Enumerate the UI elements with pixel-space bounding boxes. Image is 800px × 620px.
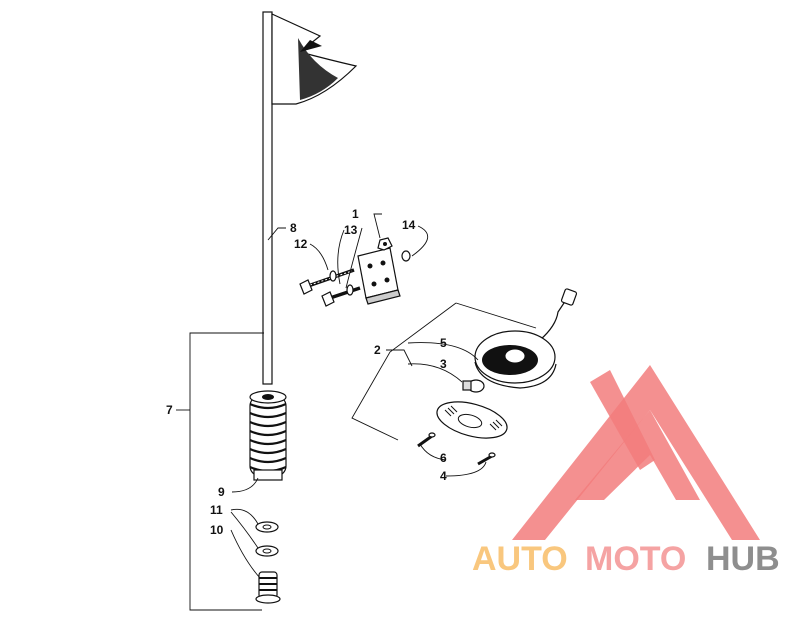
callout-13: 13 xyxy=(344,223,358,237)
watermark-word-moto: MOTO xyxy=(585,540,686,578)
callout-11: 11 xyxy=(210,503,223,517)
bracket-washers xyxy=(329,270,354,296)
base-insert-ribs xyxy=(259,577,277,591)
nut-lower xyxy=(401,250,411,262)
callout-6: 6 xyxy=(440,451,447,465)
callout-5: 5 xyxy=(440,336,447,350)
screw-lower-shank xyxy=(329,286,361,300)
mount-bracket-plate xyxy=(357,247,399,299)
bracket-hole-1 xyxy=(367,263,373,269)
washer-parts xyxy=(255,521,279,557)
bracket-washer-2 xyxy=(346,284,354,296)
callout-4: 4 xyxy=(440,469,447,483)
flag-pennant-shade xyxy=(298,38,338,100)
spring-bore xyxy=(262,394,274,400)
base-insert-flange xyxy=(255,594,281,604)
watermark-triangle-mark xyxy=(512,365,760,540)
screw-upper-head xyxy=(299,279,313,295)
bracket-hole-4 xyxy=(384,277,390,283)
group-bracket-light-top xyxy=(455,302,537,329)
watermark-logo: AUTO MOTO HUB xyxy=(472,365,780,578)
washer-upper-hole xyxy=(262,524,272,530)
screw-lower-head xyxy=(321,291,335,307)
light-wire xyxy=(539,299,567,341)
callout-12: 12 xyxy=(294,237,308,251)
callout-2: 2 xyxy=(374,343,381,357)
light-bulb xyxy=(462,379,485,393)
light-lens-pattern-right xyxy=(489,419,503,431)
group-bracket-light xyxy=(351,302,457,441)
spring-part xyxy=(249,390,287,481)
washer-lower-hole xyxy=(262,548,272,554)
callout-labels: 1 2 3 4 5 6 7 8 9 10 11 12 13 14 xyxy=(166,207,447,537)
watermark-word-hub: HUB xyxy=(706,540,780,578)
watermark-m-stroke xyxy=(590,370,655,470)
watermark-word-auto: AUTO xyxy=(472,540,568,578)
spring-base xyxy=(253,469,283,481)
light-housing-rim xyxy=(474,361,557,389)
nut-parts xyxy=(377,237,411,262)
light-lens-pattern-left xyxy=(444,405,458,417)
mount-bracket-part xyxy=(357,247,401,305)
bracket-hole-2 xyxy=(380,260,386,266)
spring-coils xyxy=(249,402,287,473)
bracket-washer-1 xyxy=(329,270,337,282)
callout-7: 7 xyxy=(166,403,173,417)
leader-lines xyxy=(176,213,487,579)
callout-9: 9 xyxy=(218,485,225,499)
nut-upper-bore xyxy=(383,242,387,246)
light-lens xyxy=(436,401,508,439)
flag-pole-assembly xyxy=(262,11,358,385)
light-connector xyxy=(560,288,578,306)
callout-8: 8 xyxy=(290,221,297,235)
group-bracket-pole xyxy=(189,332,264,611)
base-insert-part xyxy=(255,571,281,604)
callout-1: 1 xyxy=(352,207,359,221)
callout-3: 3 xyxy=(440,357,447,371)
mount-bracket-lip xyxy=(365,289,401,305)
flag-pennant-fold xyxy=(300,40,322,52)
callout-14: 14 xyxy=(402,218,416,232)
flag-pole xyxy=(262,11,273,385)
light-housing-socket xyxy=(504,348,526,364)
callout-10: 10 xyxy=(210,523,224,537)
bracket-hole-3 xyxy=(371,281,377,287)
light-assembly xyxy=(417,288,578,466)
screw-upper-thread xyxy=(309,270,353,286)
